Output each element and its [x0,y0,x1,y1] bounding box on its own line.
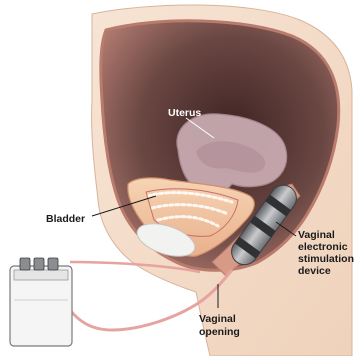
stimulator-knob-3 [48,258,58,270]
stimulator-knob-2 [34,258,44,270]
device-label-line-3: stimulation [298,253,354,265]
opening-label: Vaginal opening [199,313,240,338]
stimulator-unit [10,258,72,346]
device-label-line-2: electronic [298,241,348,253]
stimulator-top-plate [14,270,68,280]
opening-label-line-2: opening [199,326,240,338]
bladder-label: Bladder [46,213,85,225]
opening-label-line-1: Vaginal [199,313,236,325]
stimulator-knob-1 [20,258,30,270]
device-label-line-1: Vaginal [298,229,335,241]
device-label-line-4: device [298,265,331,277]
uterus-label: Uterus [168,107,201,119]
